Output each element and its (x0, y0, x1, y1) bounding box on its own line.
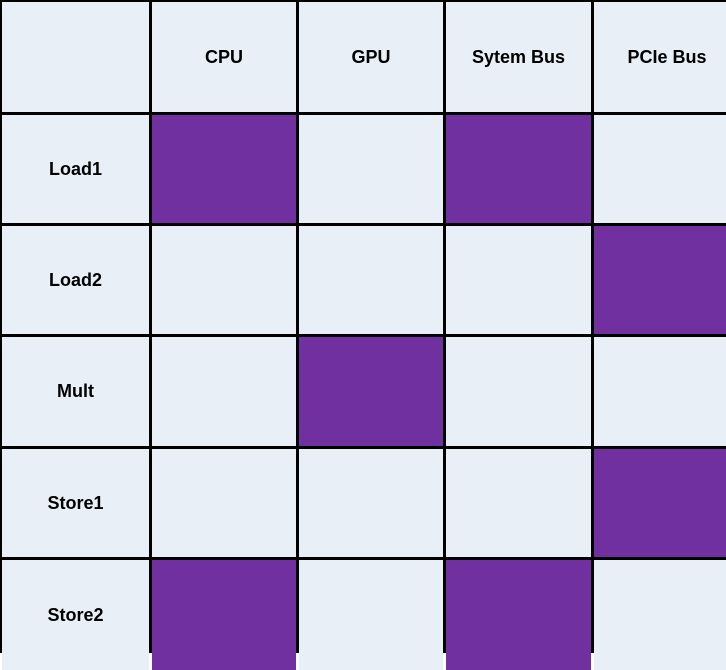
cell-load1-system-bus (446, 115, 591, 223)
cell-load2-gpu (299, 226, 443, 334)
cell-store1-system-bus (446, 449, 591, 557)
row-header-load1: Load1 (2, 115, 149, 223)
cell-store2-cpu (152, 560, 296, 670)
cell-load1-cpu (152, 115, 296, 223)
row-header-load2: Load2 (2, 226, 149, 334)
cell-mult-pcie-bus (594, 337, 726, 446)
cell-load1-gpu (299, 115, 443, 223)
cell-store2-gpu (299, 560, 443, 670)
column-header-pcie-bus: PCIe Bus (594, 2, 726, 112)
cell-store1-cpu (152, 449, 296, 557)
cell-load1-pcie-bus (594, 115, 726, 223)
row-header-store1: Store1 (2, 449, 149, 557)
cell-mult-gpu (299, 337, 443, 446)
column-header-system-bus: Sytem Bus (446, 2, 591, 112)
cell-mult-cpu (152, 337, 296, 446)
row-header-store2: Store2 (2, 560, 149, 670)
row-header-mult: Mult (2, 337, 149, 446)
cell-load2-cpu (152, 226, 296, 334)
column-header-cpu: CPU (152, 2, 296, 112)
corner-cell (2, 2, 149, 112)
cell-load2-system-bus (446, 226, 591, 334)
cell-load2-pcie-bus (594, 226, 726, 334)
cell-store1-gpu (299, 449, 443, 557)
cell-store2-pcie-bus (594, 560, 726, 670)
cell-store2-system-bus (446, 560, 591, 670)
cell-store1-pcie-bus (594, 449, 726, 557)
column-header-gpu: GPU (299, 2, 443, 112)
cell-mult-system-bus (446, 337, 591, 446)
